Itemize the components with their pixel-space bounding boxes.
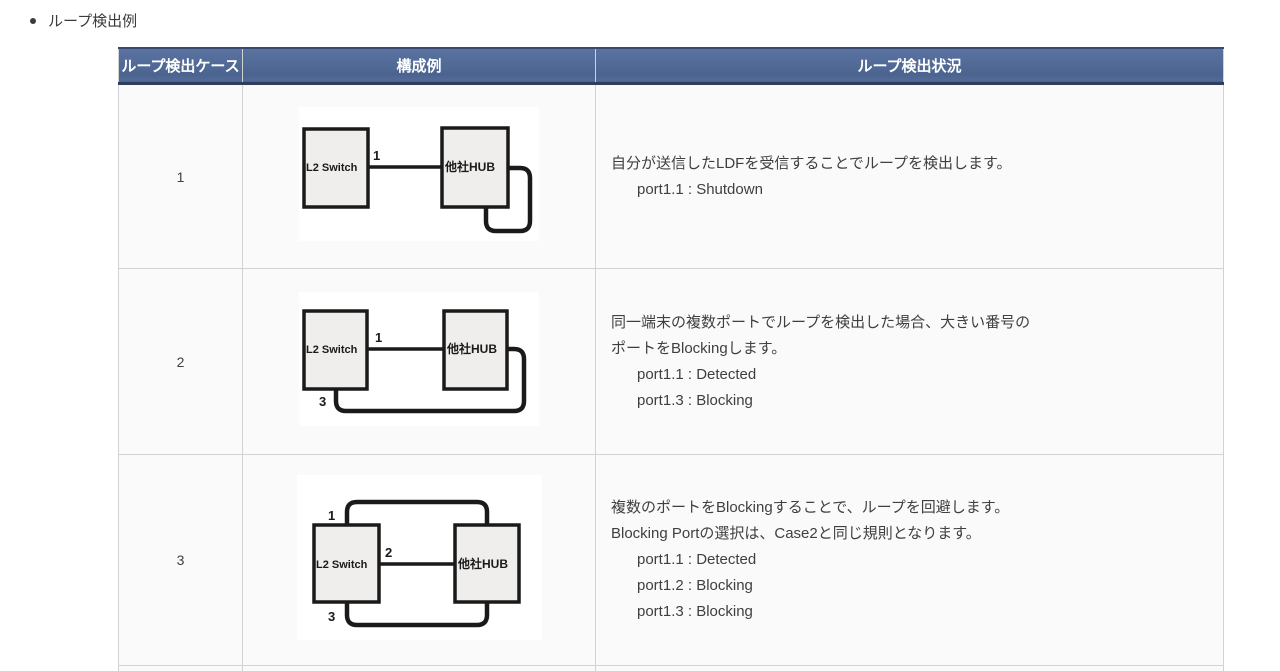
status-text: 同一端末の複数ポートでループを検出した場合、大きい番号の xyxy=(611,313,1031,331)
case-number-2: 2 xyxy=(118,268,243,455)
hub-box xyxy=(452,523,521,604)
case-number-1: 1 xyxy=(118,83,243,269)
port-status: port1.3 : Blocking xyxy=(637,391,753,409)
port3-loop xyxy=(333,346,527,414)
hub-label: 他社HUB xyxy=(446,341,497,356)
port-status: port1.1 : Shutdown xyxy=(637,180,763,198)
port3-label: 3 xyxy=(319,394,326,409)
port3-loop xyxy=(344,602,489,628)
l2switch-label: L2 Switch xyxy=(316,559,368,571)
diagram-case2: L2 Switch 他社HUB 1 3 xyxy=(299,292,539,426)
case-number-3: 3 xyxy=(118,454,243,666)
hub-label: 他社HUB xyxy=(444,159,495,174)
port-status: port1.3 : Blocking xyxy=(637,603,753,620)
status-text: 自分が送信したLDFを受信することでループを検出します。 xyxy=(611,154,1012,172)
l2switch-box xyxy=(302,309,369,391)
loop-detection-table: ループ検出ケース 構成例 ループ検出状況 1 L2 Switch 他社HUB xyxy=(118,47,1224,671)
bullet-icon xyxy=(30,17,36,24)
port-status: port1.2 : Blocking xyxy=(637,577,753,594)
table-row-next xyxy=(118,665,1224,671)
hub-label: 他社HUB xyxy=(457,556,508,571)
status-cell-case1: 自分が送信したLDFを受信することでループを検出します。 port1.1 : S… xyxy=(595,83,1224,269)
status-cell-case3: 複数のポートをBlockingすることで、ループを回避します。 Blocking… xyxy=(595,454,1224,666)
status-cell-case2: 同一端末の複数ポートでループを検出した場合、大きい番号の ポートをBlockin… xyxy=(595,268,1224,455)
port-status: port1.1 : Detected xyxy=(637,551,757,568)
port-status: port1.1 : Detected xyxy=(637,365,757,383)
status-text: ポートをBlockingします。 xyxy=(611,339,787,357)
header-row: ループ検出ケース 構成例 ループ検出状況 xyxy=(118,47,1224,85)
l2switch-label: L2 Switch xyxy=(306,344,358,356)
l2switch-box xyxy=(311,523,381,604)
col-header-case: ループ検出ケース xyxy=(118,47,243,85)
hub-box xyxy=(442,309,509,391)
port1-label: 1 xyxy=(328,508,335,523)
table-row-case1: 1 L2 Switch 他社HUB 1 自分が送信したLDF xyxy=(118,83,1224,269)
diagram-case1: L2 Switch 他社HUB 1 xyxy=(299,107,539,241)
table-row-case3: 3 L2 Switch 他社HUB 1 2 3 xyxy=(118,454,1224,666)
col-header-status: ループ検出状況 xyxy=(595,47,1224,85)
page-title: ループ検出例 xyxy=(48,13,138,30)
port1-loop xyxy=(344,499,489,525)
status-text: Blocking Portの選択は、Case2と同じ規則となります。 xyxy=(611,525,981,542)
table-row-case2: 2 L2 Switch 他社HUB 1 3 xyxy=(118,268,1224,455)
hub-box xyxy=(440,126,510,209)
l2switch-label: L2 Switch xyxy=(306,162,358,174)
l2switch-box xyxy=(302,127,370,209)
page-title-row: ループ検出例 xyxy=(30,10,1280,31)
hub-self-loop xyxy=(483,165,533,234)
port1-label: 1 xyxy=(375,330,382,345)
col-header-config: 構成例 xyxy=(242,47,596,85)
status-text: 複数のポートをBlockingすることで、ループを回避します。 xyxy=(611,499,1010,516)
port1-label: 1 xyxy=(373,148,380,163)
port2-label: 2 xyxy=(385,545,392,560)
diagram-case3: L2 Switch 他社HUB 1 2 3 xyxy=(296,475,542,640)
port3-label: 3 xyxy=(328,609,335,624)
